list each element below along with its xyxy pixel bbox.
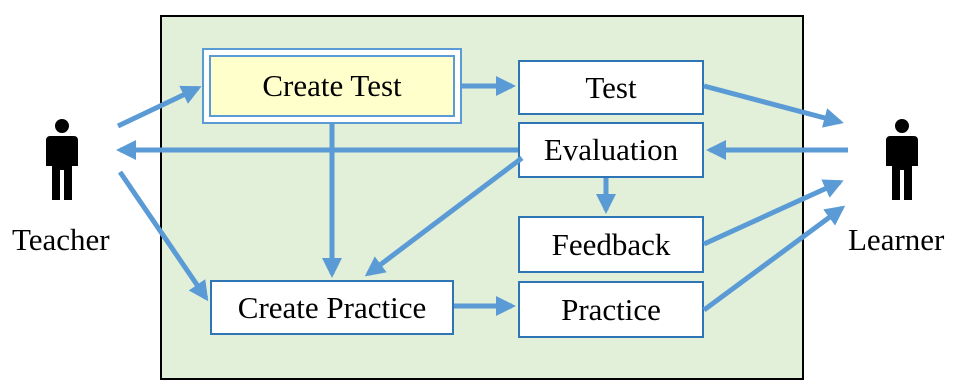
person-icon	[886, 119, 918, 200]
teacher-label: Teacher	[12, 222, 110, 257]
practice-box: Practice	[518, 281, 704, 338]
create-test-box: Create Test	[202, 48, 462, 124]
learner-label: Learner	[848, 222, 945, 257]
evaluation-box: Evaluation	[518, 122, 704, 178]
feedback-box: Feedback	[518, 216, 704, 273]
create-test-label: Create Test	[209, 55, 455, 117]
test-box: Test	[518, 60, 704, 115]
diagram: Teacher Learner Create Test Test Evaluat…	[12, 15, 945, 380]
create-practice-box: Create Practice	[210, 280, 454, 335]
person-icon	[46, 119, 78, 200]
